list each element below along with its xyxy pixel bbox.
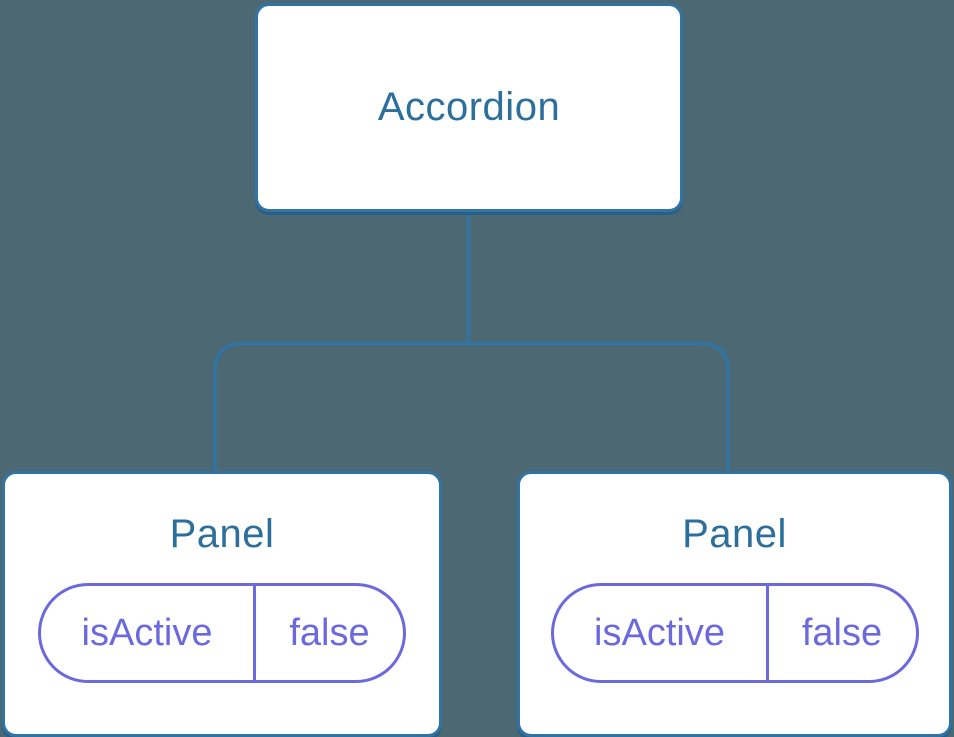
accordion-node: Accordion [255,3,683,212]
state-key-label: isActive [554,586,769,680]
panel-node-label: Panel [682,512,787,556]
panel-node-label: Panel [169,512,275,556]
state-pill: isActive false [550,583,919,683]
state-value-label: false [801,611,883,654]
connector-branch-bracket [213,341,730,472]
state-key-label: isActive [41,586,256,680]
state-pill: isActive false [38,583,406,683]
panel-node-right: Panel isActive false [517,471,952,737]
panel-node-left: Panel isActive false [2,471,442,737]
accordion-node-label: Accordion [377,85,561,129]
state-value-label: false [289,611,370,654]
